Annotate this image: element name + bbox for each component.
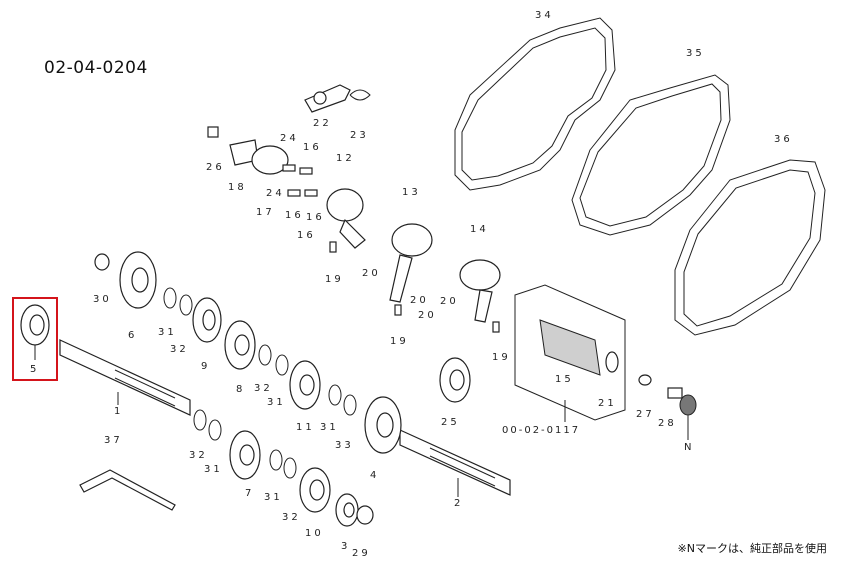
main-shaft-1 (59, 339, 191, 416)
callout-9[interactable]: 9 (201, 361, 211, 372)
gear-8 (224, 320, 256, 370)
callout-32c[interactable]: 32 (189, 450, 208, 461)
callout-10[interactable]: 10 (305, 528, 324, 539)
callout-8[interactable]: 8 (236, 384, 246, 395)
callout-32a[interactable]: 32 (170, 344, 189, 355)
fork-13 (391, 223, 433, 257)
callout-24b[interactable]: 24 (266, 188, 285, 199)
callout-5[interactable]: 5 (30, 364, 40, 375)
callout-18[interactable]: 18 (228, 182, 247, 193)
callout-26[interactable]: 26 (206, 162, 225, 173)
callout-14[interactable]: 14 (470, 224, 489, 235)
callout-34[interactable]: 34 (535, 10, 554, 21)
callout-33[interactable]: 33 (335, 440, 354, 451)
selected-part-highlight (12, 297, 58, 381)
fork-12 (326, 188, 364, 222)
callout-32d[interactable]: 32 (282, 512, 301, 523)
washer-27 (638, 374, 652, 386)
callout-27[interactable]: 27 (636, 409, 655, 420)
cap-N (679, 394, 697, 416)
shift-drum-15 (539, 319, 601, 376)
gear-25 (439, 357, 471, 403)
callout-20d[interactable]: 20 (440, 296, 459, 307)
callout-31a[interactable]: 31 (158, 327, 177, 338)
callout-25[interactable]: 25 (441, 417, 460, 428)
footnote: ※Nマークは、純正部品を使用 (677, 542, 827, 555)
callout-19b[interactable]: 19 (390, 336, 409, 347)
callout-23[interactable]: 23 (350, 130, 369, 141)
fork-14 (459, 259, 501, 291)
callout-31d[interactable]: 31 (204, 464, 223, 475)
callout-20a[interactable]: 20 (362, 268, 381, 279)
callout-4[interactable]: 4 (370, 470, 380, 481)
gear-4 (364, 396, 402, 454)
callout-22[interactable]: 22 (313, 118, 332, 129)
spring-23 (349, 89, 371, 101)
callout-20b[interactable]: 20 (410, 295, 429, 306)
gear-6 (119, 251, 157, 309)
callout-16b[interactable]: 16 (285, 210, 304, 221)
gasket-35 (571, 74, 731, 236)
plate-17 (251, 145, 289, 175)
callout-35[interactable]: 35 (686, 48, 705, 59)
gasket-34 (454, 17, 616, 191)
callout-15[interactable]: 15 (555, 374, 574, 385)
gear-10 (299, 467, 331, 513)
callout-31c[interactable]: 31 (320, 422, 339, 433)
callout-29[interactable]: 29 (352, 548, 371, 559)
callout-1[interactable]: 1 (114, 406, 124, 417)
callout-16a[interactable]: 16 (303, 142, 322, 153)
callout-31e[interactable]: 31 (264, 492, 283, 503)
callout-12[interactable]: 12 (336, 153, 355, 164)
callout-7[interactable]: 7 (245, 488, 255, 499)
gear-3 (335, 493, 359, 527)
callout-30[interactable]: 30 (93, 294, 112, 305)
diagram-id: 02-04-0204 (44, 58, 148, 78)
callout-32b[interactable]: 32 (254, 383, 273, 394)
callout-20c[interactable]: 20 (418, 310, 437, 321)
callout-36[interactable]: 36 (774, 134, 793, 145)
callout-N[interactable]: N (684, 442, 695, 453)
washer-29 (356, 505, 374, 525)
counter-shaft-2 (399, 429, 511, 496)
callout-24a[interactable]: 24 (280, 133, 299, 144)
gear-9 (192, 297, 222, 343)
callout-16d[interactable]: 16 (297, 230, 316, 241)
callout-13[interactable]: 13 (402, 187, 421, 198)
callout-assembly[interactable]: 00-02-0117 (502, 425, 581, 436)
gear-5 (20, 304, 50, 346)
washer-30 (94, 253, 110, 271)
bolt-28 (667, 387, 683, 399)
callout-28[interactable]: 28 (658, 418, 677, 429)
gear-11 (289, 360, 321, 410)
hex-wrench-37 (79, 469, 176, 511)
callout-37[interactable]: 37 (104, 435, 123, 446)
callout-19c[interactable]: 19 (492, 352, 511, 363)
gasket-36 (674, 159, 826, 336)
callout-21[interactable]: 21 (598, 398, 617, 409)
callout-31b[interactable]: 31 (267, 397, 286, 408)
callout-6[interactable]: 6 (128, 330, 138, 341)
pin-16 (299, 167, 313, 175)
gear-7 (229, 430, 261, 480)
callout-17[interactable]: 17 (256, 207, 275, 218)
callout-19a[interactable]: 19 (325, 274, 344, 285)
callout-2[interactable]: 2 (454, 498, 464, 509)
bolt-26 (207, 126, 219, 138)
shift-arm-22 (304, 84, 351, 113)
pin-24 (282, 164, 296, 172)
shift-drum-box (514, 284, 626, 421)
callout-16c[interactable]: 16 (306, 212, 325, 223)
callout-11[interactable]: 11 (296, 422, 315, 433)
callout-3[interactable]: 3 (341, 541, 351, 552)
